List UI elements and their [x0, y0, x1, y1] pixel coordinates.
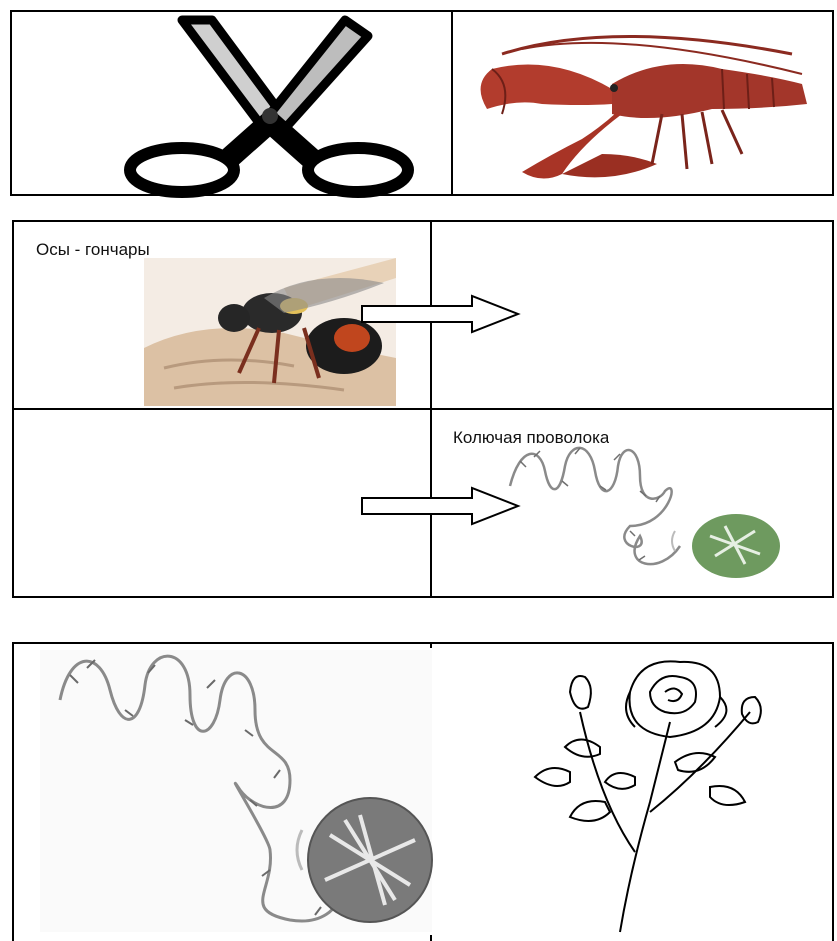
scissors-icon	[120, 12, 420, 194]
potter-wasp-photo	[144, 258, 396, 406]
rose-drawing	[510, 652, 780, 934]
panel2-divider-horizontal	[12, 408, 834, 410]
panel1-divider	[451, 10, 453, 196]
lobster-photo	[462, 14, 830, 194]
barbed-wire-drawing	[500, 436, 790, 586]
potter-wasp-label: Осы - гончары	[36, 240, 150, 260]
right-arrow-icon	[360, 486, 522, 526]
barbed-wire-drawing	[40, 650, 432, 932]
right-arrow-icon	[360, 294, 522, 334]
